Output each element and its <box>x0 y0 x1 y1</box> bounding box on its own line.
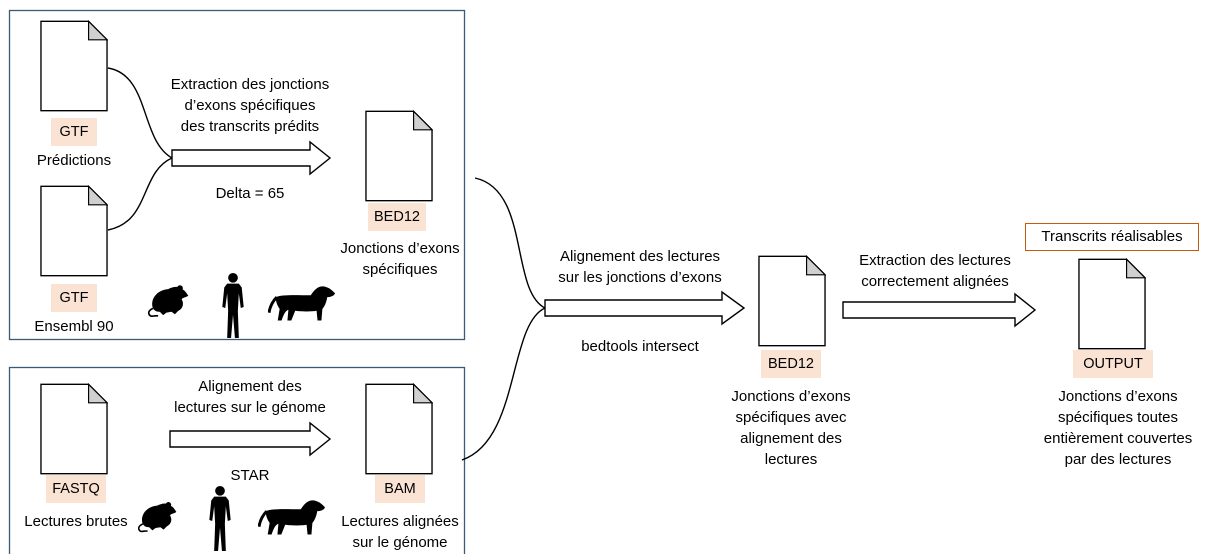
connector-bam <box>461 307 546 461</box>
bed12-specific-file-icon <box>365 110 433 202</box>
human-silhouette-icon <box>209 485 231 552</box>
feasible-transcripts-box: Transcrits réalisables <box>1025 223 1199 251</box>
bed12-aligned-tag: BED12 <box>761 350 821 378</box>
bed12-specific-label: Jonctions d’exons spécifiques <box>340 240 460 278</box>
fastq-tag: FASTQ <box>46 475 106 503</box>
genome-alignment-step-title: Alignement des lectures sur le génome <box>174 378 326 416</box>
gtf-predictions-label: Prédictions <box>36 152 112 169</box>
bed12-specific-tag: BED12 <box>368 203 426 231</box>
connector-ensembl <box>107 157 173 231</box>
gtf-ensembl-tag: GTF <box>51 284 97 312</box>
junction-alignment-arrow <box>544 290 746 326</box>
extraction-arrow <box>171 140 332 176</box>
genome-alignment-arrow <box>169 421 332 457</box>
dog-silhouette-icon <box>268 284 336 323</box>
output-label: Jonctions d’exons spécifiques toutes ent… <box>1043 388 1193 468</box>
dog-silhouette-icon <box>258 498 326 537</box>
junction-alignment-step-title: Alignement des lectures sur les jonction… <box>558 248 722 286</box>
reads-panel <box>8 366 466 554</box>
fastq-label: Lectures brutes <box>24 513 128 530</box>
human-silhouette-icon <box>222 272 244 339</box>
genome-alignment-step-param: STAR <box>230 467 270 484</box>
bam-file-icon <box>365 383 433 475</box>
connector-predictions <box>107 67 173 159</box>
prediction-panel <box>8 9 466 341</box>
gtf-ensembl-file-icon <box>40 185 108 277</box>
extraction-step-title: Extraction des jonctions d’exons spécifi… <box>170 76 330 135</box>
extraction-step-param: Delta = 65 <box>215 185 285 202</box>
gtf-predictions-file-icon <box>40 20 108 112</box>
output-tag: OUTPUT <box>1073 350 1153 378</box>
output-file-icon <box>1078 258 1146 350</box>
gtf-ensembl-label: Ensembl 90 <box>34 318 114 335</box>
bam-label: Lectures alignées sur le génome <box>341 513 459 551</box>
gtf-predictions-tag: GTF <box>51 118 97 146</box>
connector-bed12 <box>474 177 546 309</box>
junction-alignment-step-param: bedtools intersect <box>581 338 699 355</box>
read-extraction-arrow <box>842 292 1037 328</box>
fastq-file-icon <box>40 383 108 475</box>
bam-tag: BAM <box>375 475 425 503</box>
read-extraction-step-title: Extraction des lectures correctement ali… <box>859 252 1011 290</box>
rat-silhouette-icon <box>148 284 190 318</box>
bed12-aligned-file-icon <box>758 255 826 347</box>
bed12-aligned-label: Jonctions d’exons spécifiques avec align… <box>731 388 851 468</box>
